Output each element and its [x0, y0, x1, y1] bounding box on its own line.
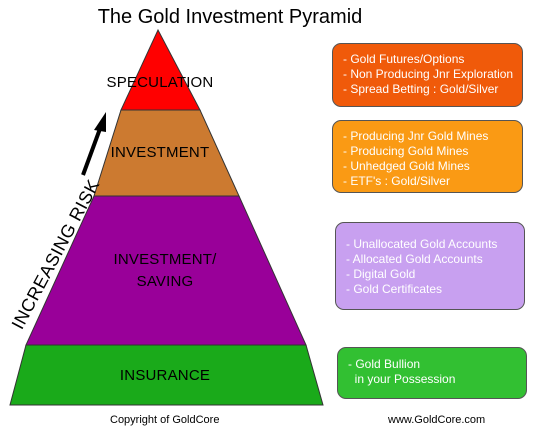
website-text: www.GoldCore.com	[388, 414, 486, 426]
tier-investment-saving-label: INVESTMENT/ SAVING	[95, 249, 235, 293]
box-line: - Gold Futures/Options	[343, 52, 465, 66]
risk-arrow-head	[94, 112, 106, 132]
box-line: - Spread Betting : Gold/Silver	[343, 82, 499, 96]
investment-saving-info-box: - Unallocated Gold Accounts - Allocated …	[335, 222, 525, 310]
tier-investment-label: INVESTMENT	[110, 144, 210, 161]
tier-speculation-label: SPECULATION	[106, 74, 214, 91]
box-line: - Non Producing Jnr Exploration	[343, 67, 514, 81]
speculation-info-box: - Gold Futures/Options - Non Producing J…	[332, 43, 523, 107]
box-line: - Gold Certificates	[346, 282, 443, 296]
box-line: - Unallocated Gold Accounts	[346, 237, 498, 251]
box-line: - Unhedged Gold Mines	[343, 159, 470, 173]
tier-investment-saving-line1: INVESTMENT/	[113, 251, 217, 268]
tier-investment-saving-line2: SAVING	[136, 273, 194, 290]
risk-arrow-shaft	[81, 125, 103, 176]
investment-info-box: - Producing Jnr Gold Mines - Producing G…	[332, 120, 523, 193]
copyright-text: Copyright of GoldCore	[110, 414, 220, 426]
box-line: - Digital Gold	[346, 267, 416, 281]
tier-insurance-label: INSURANCE	[119, 367, 211, 384]
diagram-title: The Gold Investment Pyramid	[97, 6, 363, 28]
box-line: - ETF's : Gold/Silver	[343, 174, 450, 188]
box-line: - Gold Bullion	[348, 357, 421, 371]
insurance-info-box: - Gold Bullion in your Possession	[337, 347, 527, 399]
tier-speculation-band	[120, 28, 201, 111]
box-line: - Producing Jnr Gold Mines	[343, 129, 489, 143]
box-line: - Allocated Gold Accounts	[346, 252, 483, 266]
box-line: - Producing Gold Mines	[343, 144, 469, 158]
box-line: in your Possession	[348, 372, 456, 386]
